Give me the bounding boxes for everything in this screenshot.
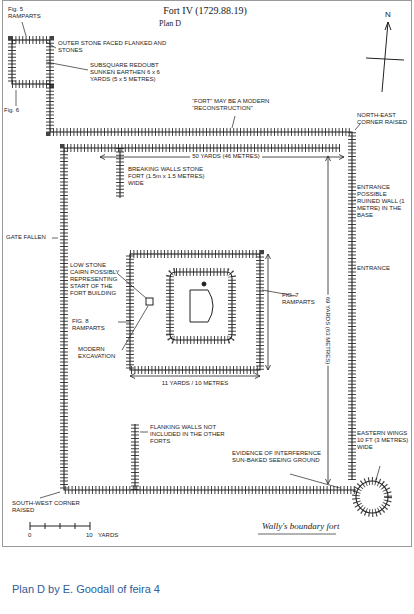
scale-bar [30, 522, 90, 530]
wing-note: EASTERN WINGS 10 FT (3 METRES) WIDE [357, 430, 409, 451]
dimension-label: 50 YARDS (46 METRES) [190, 153, 261, 160]
plan-title: Fort IV (1729.88.19) [163, 5, 247, 17]
excavation-note: MODERN EXCAVATION [78, 346, 124, 360]
dimension-lines [100, 155, 344, 485]
interference-note: EVIDENCE OF INTERFERENCE SUN-BAKED SEEIN… [232, 450, 324, 464]
north-arrow [366, 22, 404, 92]
scale-number: 0 [28, 532, 31, 539]
figure-label: FIG. 7 RAMPARTS [282, 292, 324, 306]
corner-note: NORTH-EAST CORNER RAISED [357, 112, 409, 126]
dimension-label: 69 YARDS (63 METRES) [325, 294, 332, 365]
figure-label: FIG. 8 RAMPARTS [72, 318, 118, 332]
entrance-label: ENTRANCE [357, 265, 390, 272]
flanking-wall-note: FLANKING WALLS NOT INCLUDED IN THE OTHER… [150, 424, 232, 445]
leader-lines [16, 22, 380, 498]
signature: Wally's boundary fort [262, 521, 340, 531]
dimension-label: 11 YARDS / 10 METRES [162, 380, 228, 387]
figure-label: Fig. 5 RAMPARTS [8, 6, 56, 20]
reconstruction-note: “FORT” MAY BE A MODERN “RECONSTRUCTION” [192, 98, 290, 112]
plan-label: Plan D [159, 19, 181, 28]
walls [12, 40, 388, 513]
entrance-note: ENTRANCE POSSIBLE RUINED WALL (1 METRE) … [357, 184, 409, 218]
redoubt-note: SUBSQUARE REDOUBT SUNKEN EARTHEN 6 x 6 Y… [90, 62, 178, 83]
wall-note: OUTER STONE FACED FLANKED AND STONES [58, 40, 168, 54]
corner-note: SOUTH-WEST CORNER RAISED [12, 500, 88, 514]
gate-note: GATE FALLEN [6, 234, 52, 241]
plan-frame [3, 1, 412, 547]
wall-note: BREAKING WALLS STONE FORT (1.5m x 1.5 ME… [128, 166, 212, 187]
scale-unit: YARDS [98, 532, 118, 539]
figure-label: Fig. 6 [4, 107, 19, 114]
caption: Plan D by E. Goodall of feira 4 [12, 583, 160, 596]
scale-number: 10 [86, 532, 93, 539]
cairn-note: LOW STONE CAIRN POSSIBLY REPRESENTING ST… [70, 262, 124, 296]
north-label: N [385, 10, 391, 19]
signature-underline [258, 534, 336, 535]
